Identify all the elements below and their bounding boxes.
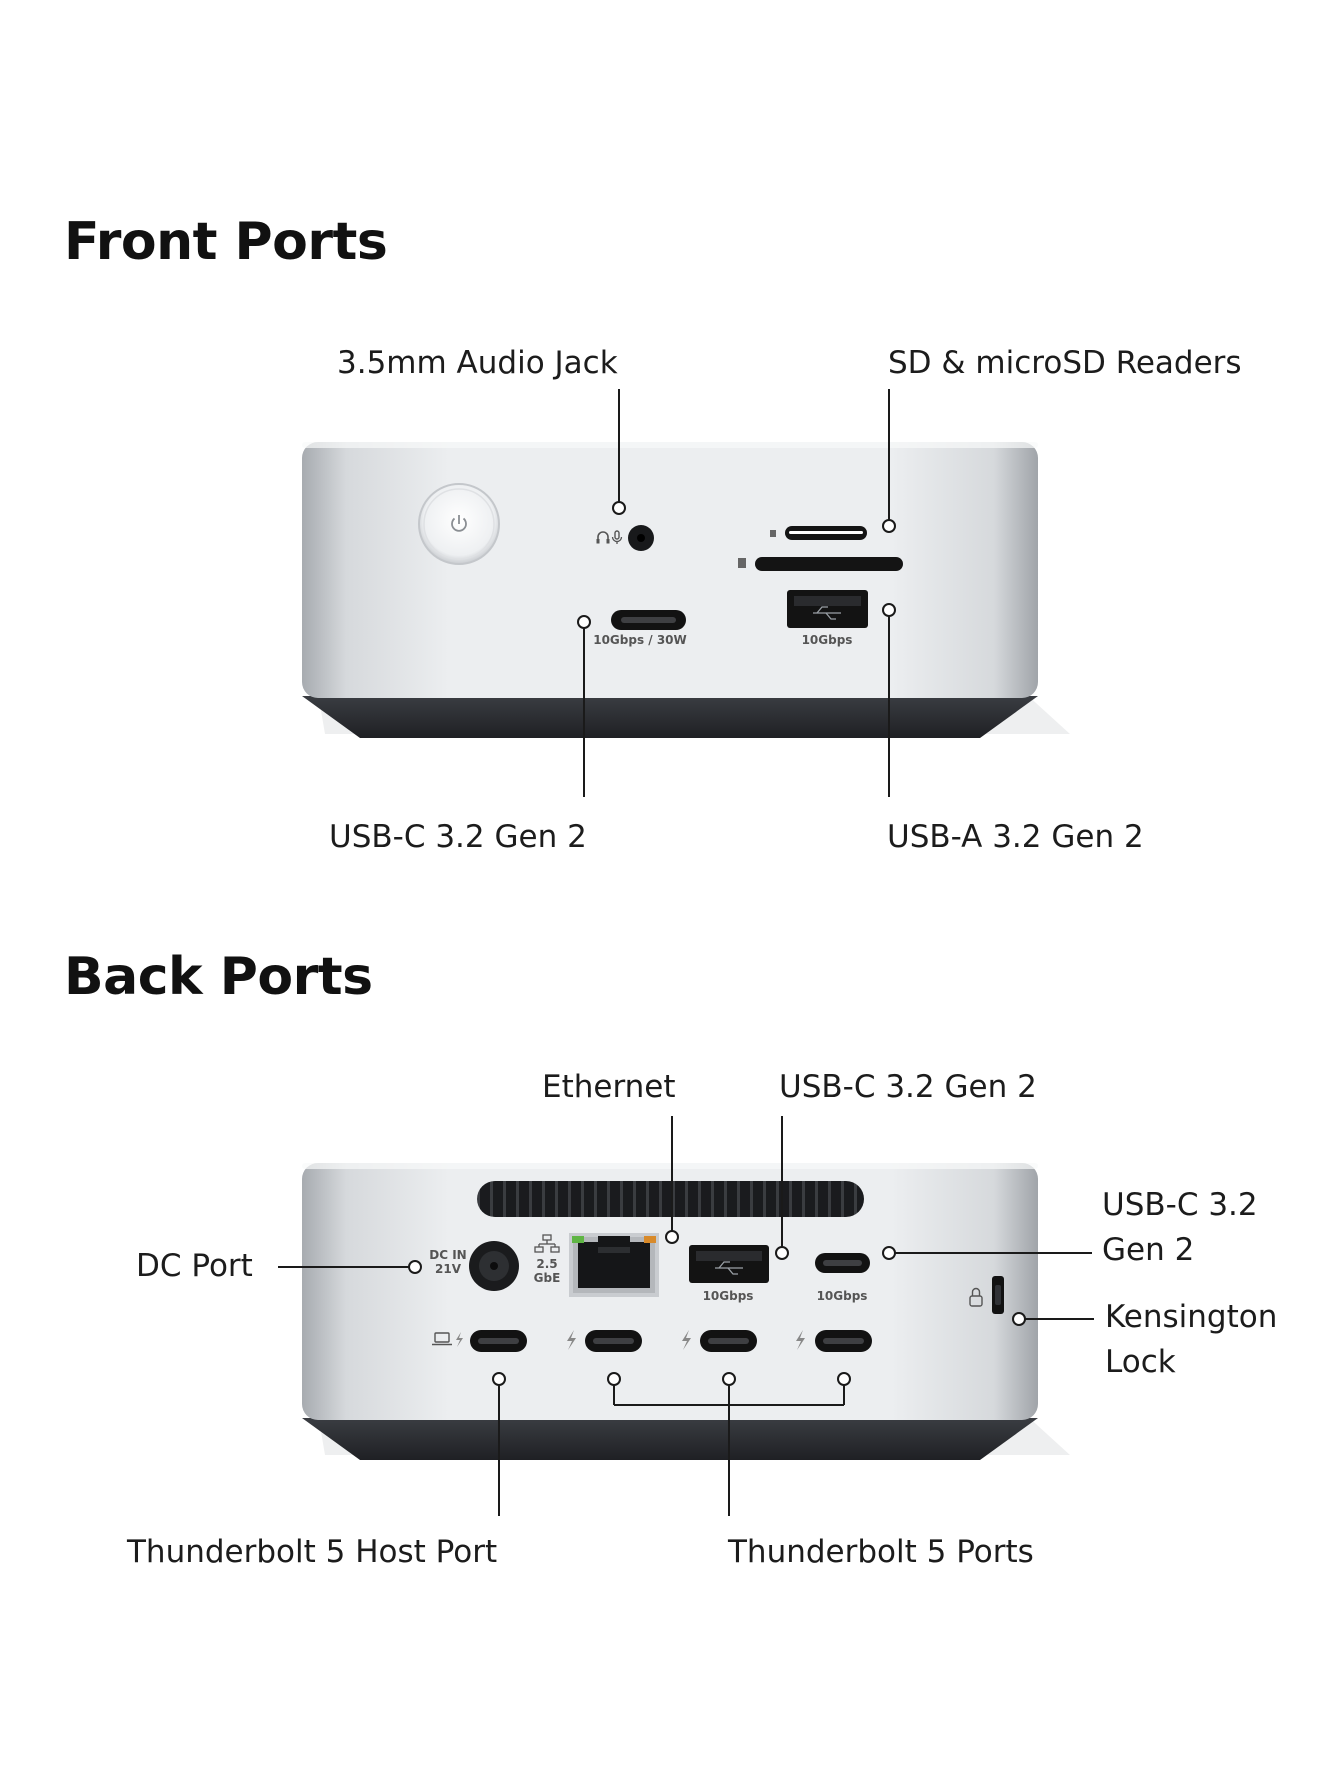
label-kensington-lock: Kensington Lock: [1105, 1295, 1277, 1385]
back-device: DC IN 21V 2.5 GbE: [278, 1116, 1094, 1516]
ethernet-activity-led: [644, 1236, 656, 1243]
front-audio-jack[interactable]: [596, 525, 655, 551]
thunderbolt-icon: [796, 1330, 805, 1350]
thunderbolt-icon: [456, 1332, 463, 1347]
back-usba-speed-text: 10Gbps: [703, 1289, 754, 1303]
label-kensington-line1: Kensington: [1105, 1299, 1278, 1335]
front-microsd-slot[interactable]: [770, 526, 867, 540]
back-thunderbolt-host-port[interactable]: [432, 1330, 527, 1352]
ethernet-link-led: [572, 1236, 584, 1243]
label-front-usba: USB-A 3.2 Gen 2: [887, 819, 1144, 855]
usb-icon: [715, 1261, 743, 1275]
back-device-body: [302, 1163, 1038, 1420]
label-back-usbc-right-line2: Gen 2: [1102, 1232, 1195, 1268]
label-ethernet: Ethernet: [542, 1069, 676, 1105]
dc-voltage-text: 21V: [435, 1262, 462, 1276]
back-thunderbolt-port-2[interactable]: [682, 1330, 757, 1352]
network-icon: [534, 1234, 560, 1253]
label-back-usbc-right-line1: USB-C 3.2: [1102, 1187, 1258, 1223]
back-device-base: [302, 1418, 1038, 1460]
lock-icon: [969, 1287, 983, 1307]
microphone-icon: [611, 530, 623, 544]
dc-in-text: DC IN: [429, 1248, 466, 1262]
front-leader-lines: [577, 389, 896, 797]
power-icon: [451, 515, 467, 532]
back-thunderbolt-port-3[interactable]: [796, 1330, 872, 1352]
back-dc-in-port[interactable]: DC IN 21V: [429, 1241, 519, 1291]
label-back-usbc-top: USB-C 3.2 Gen 2: [779, 1069, 1037, 1105]
back-ports-title: Back Ports: [64, 947, 373, 1007]
back-vent: [477, 1181, 864, 1217]
front-ports-title: Front Ports: [64, 212, 388, 272]
label-front-usbc: USB-C 3.2 Gen 2: [329, 819, 587, 855]
label-tb-host-port: Thunderbolt 5 Host Port: [127, 1534, 498, 1570]
label-sd-readers: SD & microSD Readers: [888, 345, 1242, 381]
lan-speed-text: 2.5: [536, 1257, 557, 1271]
laptop-icon: [432, 1332, 452, 1346]
label-back-usbc-right: USB-C 3.2 Gen 2: [1102, 1183, 1258, 1273]
thunderbolt-icon: [567, 1330, 576, 1350]
label-dc-port: DC Port: [136, 1248, 253, 1284]
headphone-icon: [596, 531, 610, 544]
front-device-body: [302, 442, 1038, 698]
back-usbc-speed-text: 10Gbps: [817, 1289, 868, 1303]
front-device: 10Gbps / 30W 10Gbps: [302, 389, 1070, 797]
thunderbolt-icon: [682, 1330, 691, 1350]
front-usba-port[interactable]: 10Gbps: [787, 590, 868, 647]
front-device-base: [302, 696, 1038, 738]
kensington-lock-slot[interactable]: [969, 1276, 1004, 1314]
back-thunderbolt-port-1[interactable]: [567, 1330, 642, 1352]
back-usbc-port[interactable]: 10Gbps: [815, 1253, 870, 1303]
label-kensington-line2: Lock: [1105, 1344, 1176, 1380]
back-leader-lines: [278, 1116, 1094, 1516]
label-tb-ports: Thunderbolt 5 Ports: [728, 1534, 1034, 1570]
lan-gbe-text: GbE: [534, 1271, 561, 1285]
usb-icon: [813, 606, 841, 620]
label-audio-jack: 3.5mm Audio Jack: [337, 345, 618, 381]
front-usbc-speed-text: 10Gbps / 30W: [593, 633, 687, 647]
front-usba-speed-text: 10Gbps: [802, 633, 853, 647]
back-usba-port[interactable]: 10Gbps: [689, 1245, 769, 1303]
back-ethernet-port[interactable]: 2.5 GbE: [534, 1233, 659, 1297]
front-usbc-port[interactable]: 10Gbps / 30W: [593, 610, 687, 647]
front-sd-slot[interactable]: [738, 557, 903, 571]
power-button[interactable]: [418, 483, 500, 565]
